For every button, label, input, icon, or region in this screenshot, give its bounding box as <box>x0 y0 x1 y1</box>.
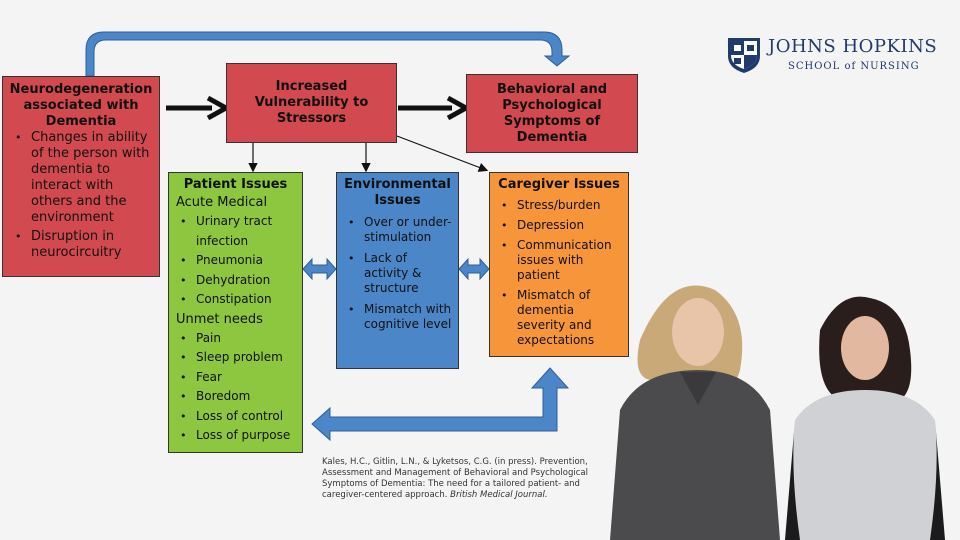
university-shield-icon <box>728 38 760 73</box>
unmet-needs-list: Pain Sleep problem Fear Boredom Loss of … <box>174 329 297 446</box>
citation-journal: British Medical Journal. <box>450 490 548 500</box>
list-item: Over or under-stimulation <box>342 215 453 245</box>
logo-school-name: SCHOOL of NURSING <box>788 61 920 72</box>
list-item: Fear <box>174 368 297 388</box>
list-item: Boredom <box>174 387 297 407</box>
list-item: Disruption in neurocircuitry <box>9 229 153 261</box>
list-item: Pneumonia <box>174 251 297 271</box>
bpsd-title: Behavioral and Psychological Symptoms of… <box>496 81 608 145</box>
list-item: Changes in ability of the person with de… <box>9 130 153 226</box>
double-arrow-patient-caregiver <box>311 367 570 442</box>
double-arrow-patient-environment <box>302 257 337 281</box>
list-item: Lack of activity & structure <box>342 251 453 296</box>
list-item: Urinary tract infection <box>174 212 297 251</box>
arrow-neuro-to-bpsd <box>85 31 571 77</box>
presenter-right <box>785 296 945 540</box>
unmet-needs-heading: Unmet needs <box>176 311 263 327</box>
caregiver-issues-box: Caregiver Issues Stress/burden Depressio… <box>489 172 629 357</box>
neurodegeneration-list: Changes in ability of the person with de… <box>9 130 153 261</box>
list-item: Depression <box>495 218 623 233</box>
list-item: Communication issues with patient <box>495 238 623 283</box>
vulnerability-title: Increased Vulnerability to Stressors <box>254 79 369 126</box>
environmental-list: Over or under-stimulation Lack of activi… <box>342 215 453 332</box>
presenter-left <box>610 285 780 540</box>
arrow-neuro-to-vulnerability <box>166 95 232 121</box>
list-item: Mismatch with cognitive level <box>342 302 453 332</box>
neurodegeneration-box: Neurodegeneration associated with Dement… <box>2 76 160 277</box>
presenters-video <box>610 285 945 540</box>
citation-text: Kales, H.C., Gitlin, L.N., & Lyketsos, C… <box>322 457 588 500</box>
bpsd-box: Behavioral and Psychological Symptoms of… <box>466 74 638 153</box>
patient-issues-box: Patient Issues Acute Medical Urinary tra… <box>168 172 303 453</box>
list-item: Constipation <box>174 290 297 310</box>
list-item: Loss of control <box>174 407 297 427</box>
vulnerability-box: Increased Vulnerability to Stressors <box>226 63 397 143</box>
acute-medical-heading: Acute Medical <box>176 195 268 210</box>
list-item: Stress/burden <box>495 198 623 213</box>
patient-issues-title: Patient Issues <box>183 177 288 192</box>
caregiver-issues-title: Caregiver Issues <box>498 177 620 192</box>
johns-hopkins-logo: JOHNS HOPKINS SCHOOL of NURSING <box>726 36 937 80</box>
list-item: Mismatch of dementia severity and expect… <box>495 288 623 348</box>
list-item: Pain <box>174 329 297 349</box>
list-item: Dehydration <box>174 271 297 291</box>
arrow-vulnerability-to-bpsd <box>398 95 472 121</box>
neurodegeneration-title: Neurodegeneration associated with Dement… <box>9 82 153 129</box>
logo-university-name: JOHNS HOPKINS <box>768 36 938 57</box>
citation: Kales, H.C., Gitlin, L.N., & Lyketsos, C… <box>322 457 612 501</box>
double-arrow-environment-caregiver <box>458 257 490 281</box>
environmental-issues-title: Environmental Issues <box>344 177 451 208</box>
list-item: Sleep problem <box>174 348 297 368</box>
list-item: Loss of purpose <box>174 426 297 446</box>
environmental-issues-box: Environmental Issues Over or under-stimu… <box>336 172 459 369</box>
arrow-to-caregiver <box>396 135 489 172</box>
acute-medical-list: Urinary tract infection Pneumonia Dehydr… <box>174 212 297 310</box>
caregiver-list: Stress/burden Depression Communication i… <box>495 198 623 348</box>
